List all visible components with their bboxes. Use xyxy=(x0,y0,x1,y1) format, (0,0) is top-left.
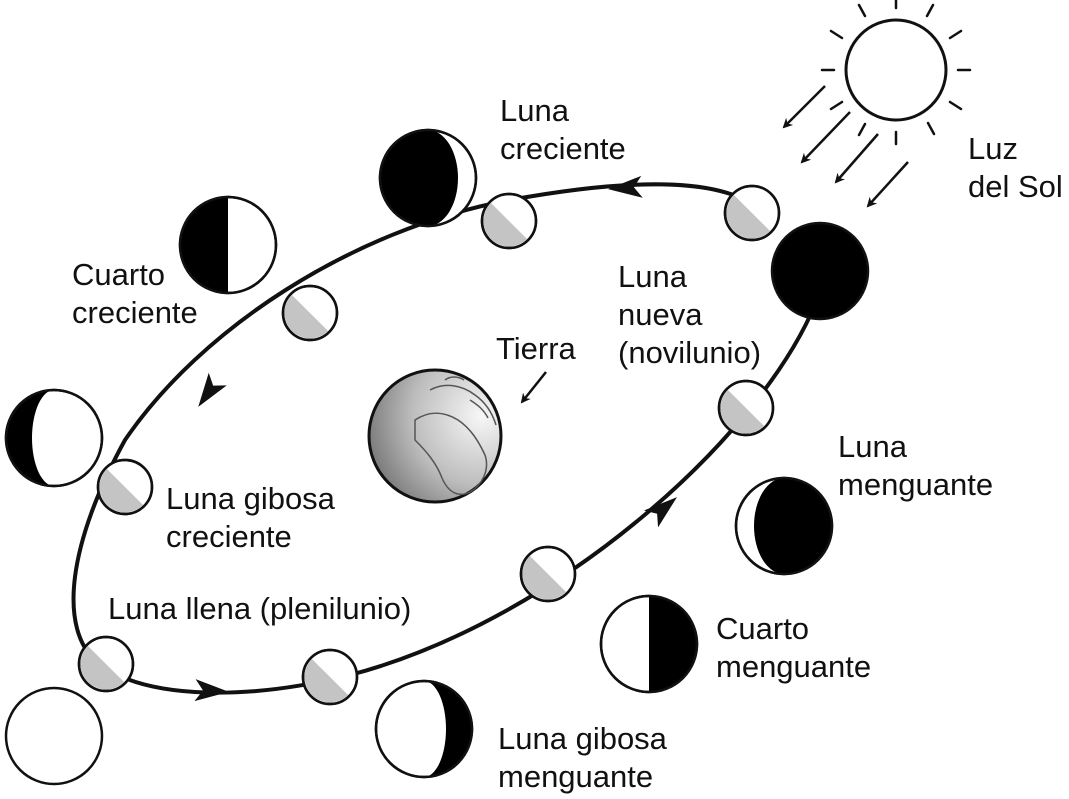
orbit-arrow-right xyxy=(643,497,678,528)
moon-phase-icon xyxy=(301,648,359,706)
waxing-gibbous-label: Luna gibosa creciente xyxy=(166,481,335,554)
moon-phase-icon xyxy=(96,458,154,516)
full-moon-icon xyxy=(4,686,104,786)
moon-phase-icon xyxy=(723,184,781,242)
orbit-arrow-left xyxy=(198,372,227,407)
arrow-icon xyxy=(834,133,879,184)
sun-icon xyxy=(820,0,972,146)
new-moon-label: Luna nueva (novilunio) xyxy=(618,259,762,370)
waning-gibbous-moon-icon xyxy=(374,679,474,779)
first-quarter-moon-icon xyxy=(178,195,278,295)
earth-label: Tierra xyxy=(496,331,576,366)
arrow-icon xyxy=(520,371,547,404)
waning-crescent-moon-icon xyxy=(734,476,834,576)
full-moon-label: Luna llena (plenilunio) xyxy=(108,591,412,626)
first-quarter-label: Cuarto creciente xyxy=(72,257,198,330)
moon-phase-icon xyxy=(77,635,135,693)
new-moon-icon xyxy=(770,221,870,321)
arrow-icon xyxy=(866,161,909,208)
orbit-moons xyxy=(77,184,781,706)
sunlight-label: Luz del Sol xyxy=(968,131,1063,204)
moon-phase-icon xyxy=(519,545,577,603)
sunlight-arrows xyxy=(782,85,909,208)
moon-phase-icon xyxy=(480,192,538,250)
orbit-arrow-bottom xyxy=(194,679,229,702)
last-quarter-moon-icon xyxy=(599,594,699,694)
waning-gibbous-label: Luna gibosa menguante xyxy=(498,721,667,794)
waning-crescent-label: Luna menguante xyxy=(838,429,994,502)
last-quarter-label: Cuarto menguante xyxy=(716,611,872,684)
waxing-gibbous-moon-icon xyxy=(4,388,104,488)
arrow-icon xyxy=(782,85,826,129)
waxing-crescent-label: Luna creciente xyxy=(500,93,626,166)
earth-globe-icon xyxy=(367,368,503,504)
arrow-icon xyxy=(800,111,851,164)
waxing-crescent-moon-icon xyxy=(378,128,478,228)
moon-phase-icon xyxy=(281,284,339,342)
moon-phase-icon xyxy=(717,379,775,437)
orbit-arrow-top xyxy=(608,175,643,198)
